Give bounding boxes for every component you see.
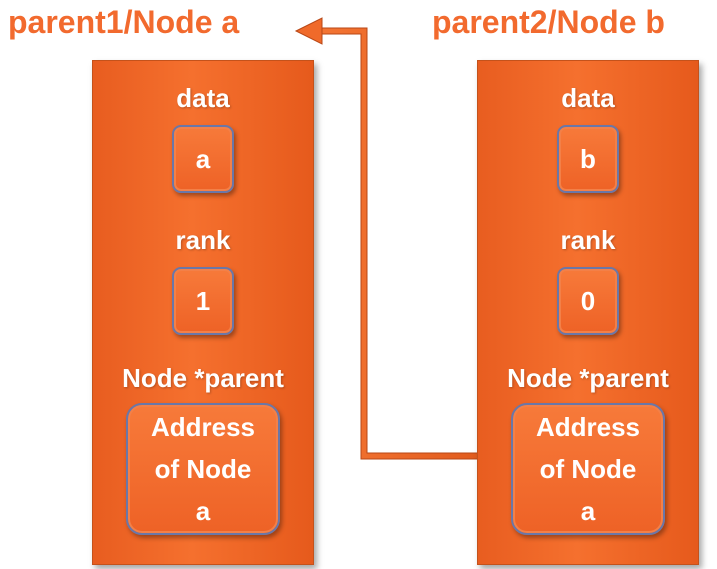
parent-pointer-label: Node *parent (507, 363, 669, 393)
node-b-panel: data b rank 0 Node *parent Address of No… (477, 60, 699, 565)
data-label: data (561, 83, 615, 113)
data-value-box: a (172, 125, 234, 193)
parent-pointer-label: Node *parent (122, 363, 284, 393)
address-line: of Node (539, 454, 637, 484)
rank-value-box: 1 (172, 267, 234, 335)
address-line: a (580, 496, 596, 526)
address-line: of Node (154, 454, 252, 484)
address-line: a (195, 496, 211, 526)
arrow-shaft (319, 27, 489, 460)
rank-value-box: 0 (557, 267, 619, 335)
parent1-node-a-title: parent1/Node a (8, 4, 240, 40)
data-label: data (176, 83, 230, 113)
parent-address-box: Address of Node a (511, 403, 665, 535)
rank-label: rank (175, 225, 231, 255)
arrow-head (294, 17, 323, 45)
rank-label: rank (560, 225, 616, 255)
parent2-node-b-title: parent2/Node b (432, 4, 665, 40)
data-value-box: b (557, 125, 619, 193)
parent-address-box: Address of Node a (126, 403, 280, 535)
address-line: Address (150, 412, 256, 442)
address-line: Address (535, 412, 641, 442)
node-a-panel: data a rank 1 Node *parent Address of No… (92, 60, 314, 565)
